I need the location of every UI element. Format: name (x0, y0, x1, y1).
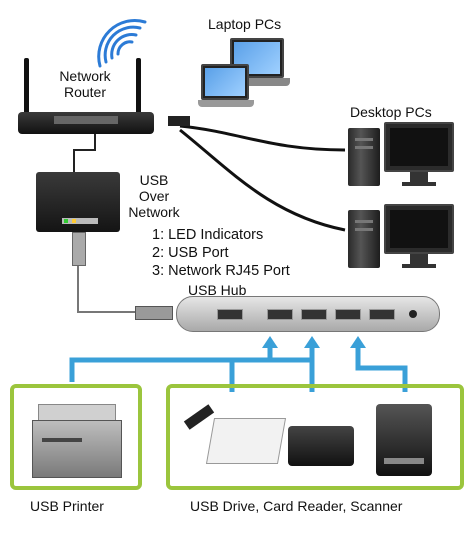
printer-icon (32, 404, 122, 478)
wifi-signal-icon (97, 19, 147, 68)
legend: 1: LED Indicators 2: USB Port 3: Network… (152, 226, 290, 280)
arrow-heads (262, 336, 366, 348)
router-to-desktop-cable-2 (179, 128, 346, 232)
desktop-pcs-label: Desktop PCs (350, 104, 432, 120)
desktop-pc-icon (348, 204, 458, 270)
usb-hub-icon (176, 296, 440, 332)
router-to-desktop-cable-1 (179, 124, 346, 152)
usb-hub-label: USB Hub (188, 282, 247, 298)
desktop-pc-icon (348, 122, 458, 188)
router-to-device-server-cable (73, 132, 96, 172)
laptop-pcs-label: Laptop PCs (208, 16, 282, 32)
laptop-icon (226, 38, 290, 94)
legend-item-usb-port: 2: USB Port (152, 245, 229, 261)
card-reader-icon (205, 418, 287, 464)
usb-plug-icon (72, 232, 86, 266)
card-reader-icon (288, 426, 354, 466)
usb-over-network-label: USB Over Network (128, 172, 180, 220)
usb-devices-label: USB Drive, Card Reader, Scanner (190, 498, 403, 514)
device-server-to-hub-cable (77, 265, 135, 313)
usb-drive-icon (183, 404, 215, 430)
scanner-icon (376, 404, 432, 476)
usb-plug-icon (135, 306, 173, 320)
usb-printer-label: USB Printer (30, 498, 104, 514)
usb-printer-box (10, 384, 142, 490)
usb-network-server-icon (36, 172, 120, 232)
laptop-icon (198, 64, 254, 114)
usb-devices-box (166, 384, 464, 490)
legend-item-led-indicators: 1: LED Indicators (152, 227, 264, 243)
router-icon (18, 58, 190, 138)
legend-item-network-port: 3: Network RJ45 Port (152, 263, 290, 279)
network-router-label: Network Router (59, 68, 111, 100)
